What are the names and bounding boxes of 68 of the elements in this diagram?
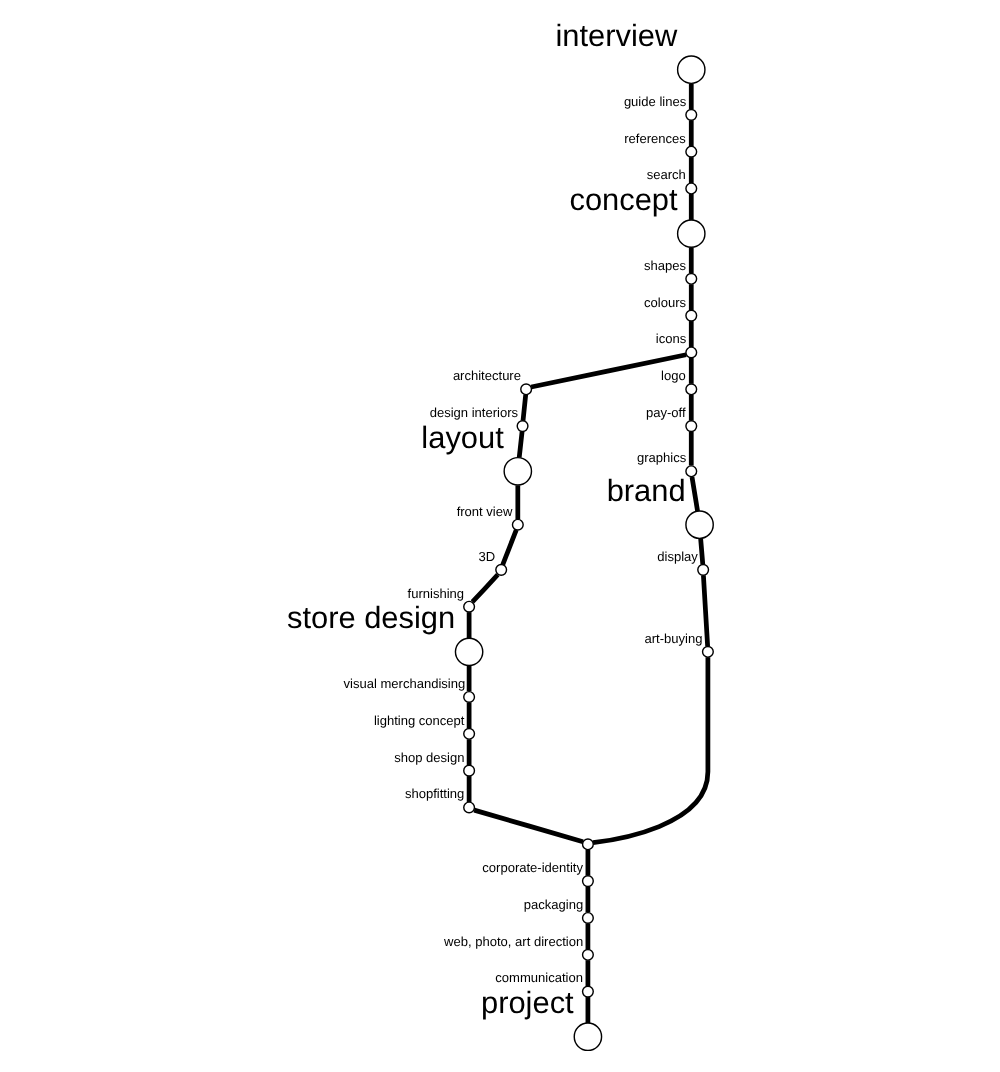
node-circle [685, 465, 698, 478]
node-label: project [480, 987, 574, 1022]
connector [466, 776, 472, 802]
connector [688, 193, 694, 220]
node-circle [701, 645, 714, 658]
node-circle [516, 420, 529, 433]
connector [466, 702, 472, 729]
node-circle [581, 838, 594, 851]
connector [470, 573, 500, 604]
node-label: brand [606, 475, 686, 510]
connector [520, 394, 529, 421]
node-circle [685, 272, 698, 285]
connector [466, 612, 472, 639]
node-circle [697, 563, 710, 576]
node-circle [495, 563, 508, 576]
connector [530, 352, 687, 390]
connector [466, 739, 472, 766]
connector [688, 431, 694, 466]
node-circle [685, 510, 714, 540]
node-circle [685, 309, 698, 322]
connector [688, 157, 694, 184]
connector [515, 485, 521, 520]
node-label: store design [286, 602, 456, 637]
node-circle [685, 145, 698, 158]
node-circle [463, 600, 476, 613]
connector [466, 665, 472, 692]
node-label: concept [569, 184, 678, 219]
node-circle [676, 55, 706, 85]
connector [585, 960, 591, 987]
connector [500, 529, 519, 566]
node-circle [685, 383, 698, 396]
connector [516, 431, 525, 458]
connector [585, 997, 591, 1024]
connector [689, 476, 700, 512]
connector [585, 886, 591, 913]
node-circle [685, 346, 698, 359]
node-circle [520, 383, 533, 396]
node-circle [581, 911, 594, 924]
connector [473, 807, 584, 844]
node-circle [581, 948, 594, 961]
node-circle [573, 1022, 603, 1052]
node-circle [511, 518, 524, 531]
connector [688, 394, 694, 421]
connector [688, 284, 694, 311]
connector [688, 357, 694, 384]
node-circle [685, 420, 698, 433]
connector [688, 321, 694, 347]
connector [585, 849, 591, 876]
node-circle [581, 985, 594, 998]
node-label: layout [421, 421, 504, 456]
node-circle [581, 875, 594, 888]
connector [585, 923, 591, 950]
node-circle [463, 764, 476, 777]
connector [698, 538, 706, 565]
node-circle [454, 637, 484, 667]
node-circle [463, 727, 476, 740]
connector [592, 657, 711, 845]
node-circle [685, 108, 698, 121]
node-label: interview [555, 20, 678, 55]
connector [701, 575, 710, 647]
node-circle [676, 219, 706, 249]
node-circle [463, 801, 476, 814]
node-circle [503, 456, 533, 486]
node-circle [463, 690, 476, 704]
node-circle [685, 182, 698, 195]
connector [688, 120, 694, 147]
connector [688, 83, 694, 110]
connector [688, 247, 694, 274]
